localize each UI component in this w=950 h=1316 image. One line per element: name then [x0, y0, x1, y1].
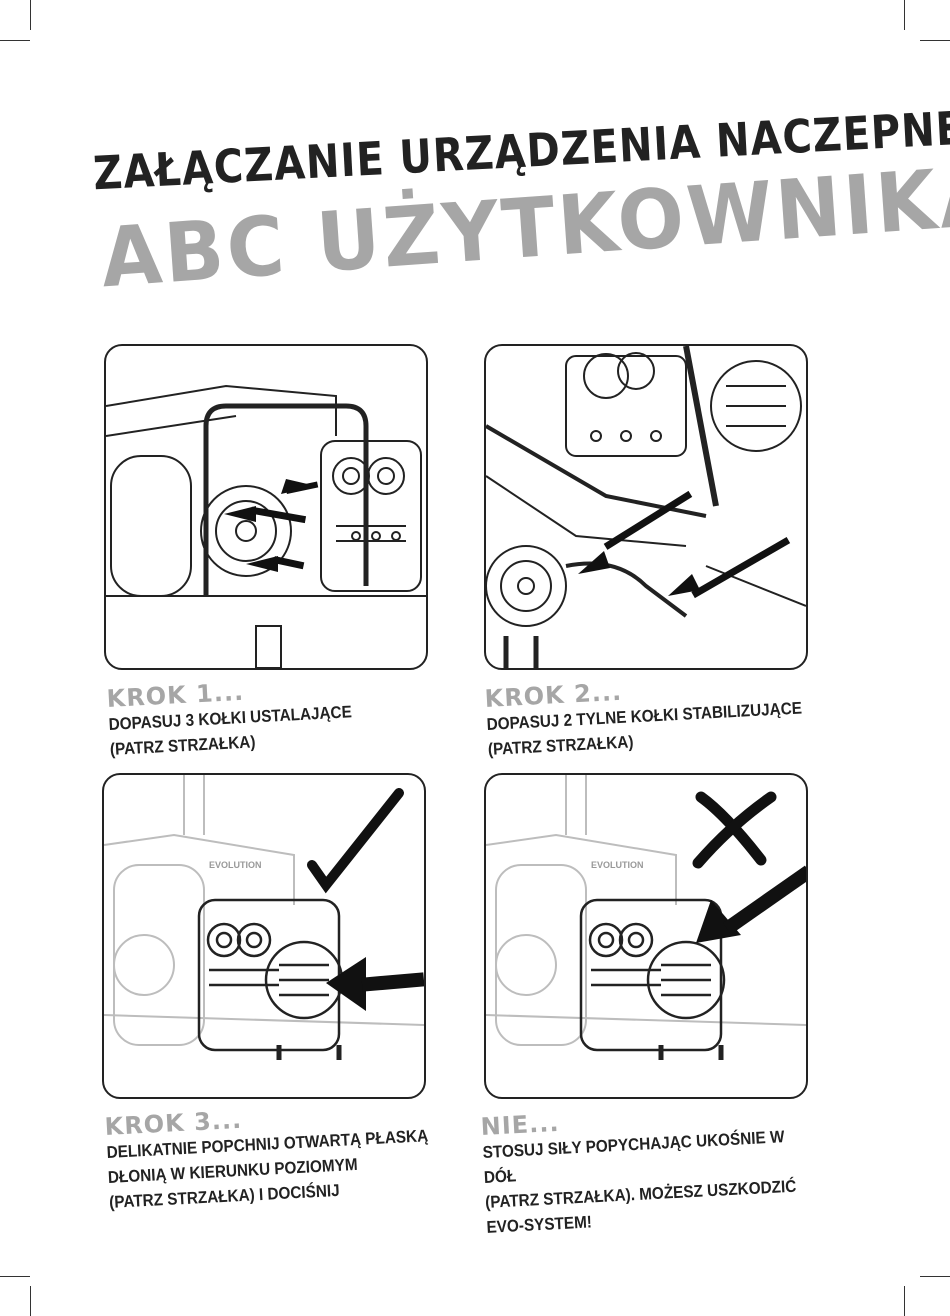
- crop-mark: [0, 40, 30, 41]
- correct-push-illustration: EVOLUTION: [104, 775, 424, 1060]
- illustration-step-3: EVOLUTION: [102, 773, 426, 1099]
- crop-mark: [0, 1276, 30, 1277]
- crop-mark: [904, 1286, 905, 1316]
- illustration-step-1: [104, 344, 428, 670]
- crop-mark: [30, 1286, 31, 1316]
- step-4-text: STOSUJ SIŁY POPYCHAJĄC UKOŚNIE W DÓŁ (PA…: [482, 1127, 797, 1237]
- generator-pins-illustration: [106, 384, 426, 668]
- checkmark-icon: [307, 788, 404, 894]
- brand-label: EVOLUTION: [209, 860, 262, 870]
- illustration-step-4: EVOLUTION: [484, 773, 808, 1099]
- cross-icon: [692, 791, 777, 869]
- crop-mark: [920, 40, 950, 41]
- brand-label: EVOLUTION: [591, 860, 644, 870]
- rear-pins-illustration: [486, 346, 806, 668]
- illustration-step-2: [484, 344, 808, 670]
- step-3-text: DELIKATNIE POPCHNIJ OTWARTĄ PŁASKĄ DŁONI…: [106, 1126, 429, 1212]
- crop-mark: [30, 0, 31, 30]
- crop-mark: [920, 1276, 950, 1277]
- wrong-push-illustration: EVOLUTION: [486, 775, 806, 1060]
- crop-mark: [904, 0, 905, 30]
